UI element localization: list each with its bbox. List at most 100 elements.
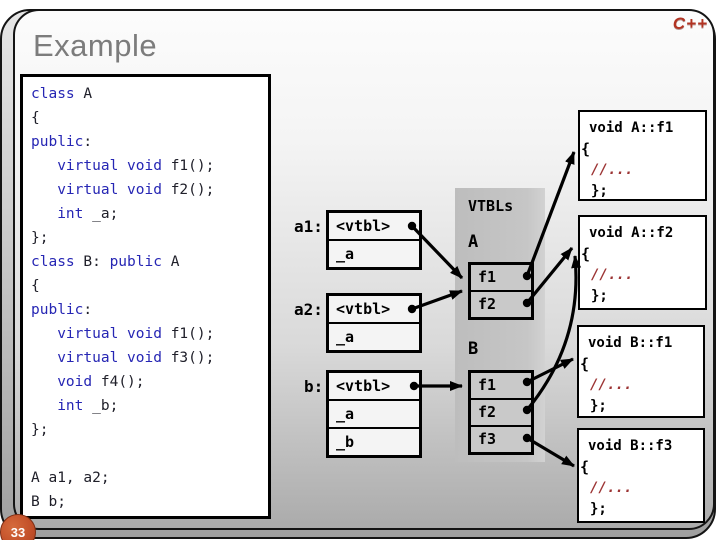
code-text [118, 326, 127, 342]
code-keyword: public [31, 302, 84, 318]
function-signature: void A::f2 [589, 225, 674, 241]
function-body-close: }; [590, 398, 607, 414]
code-text [31, 374, 57, 390]
vtbl-slot-B-f1: f1 [478, 376, 497, 394]
function-box-B::f1: void B::f1{//...}; [577, 325, 705, 418]
code-keyword: void [127, 182, 162, 198]
object-field: _a [329, 399, 419, 427]
code-text: { [31, 110, 40, 126]
code-line [31, 442, 268, 466]
object-box-a1: <vtbl> _a [326, 210, 422, 270]
function-signature: void A::f1 [589, 120, 674, 136]
code-keyword: void [127, 158, 162, 174]
code-line: B b; [31, 490, 268, 514]
code-text [31, 158, 57, 174]
cpp-logo: C++ [672, 14, 708, 33]
code-line: void f4(); [31, 370, 268, 394]
object-label-a1: a1: [294, 217, 323, 236]
code-text: f1(); [161, 158, 215, 174]
code-line: int _b; [31, 394, 268, 418]
code-text: f3(); [161, 350, 215, 366]
function-comment: //... [590, 480, 633, 496]
code-text [31, 350, 57, 366]
code-keyword: void [57, 374, 93, 390]
vtbl-name-B: B [468, 339, 479, 359]
code-text [31, 182, 57, 198]
function-body-open: { [581, 245, 591, 263]
code-text: f2(); [161, 182, 215, 198]
code-text: f4(); [92, 374, 145, 390]
code-text: B: [74, 254, 110, 270]
code-text [118, 182, 127, 198]
function-body-close: }; [591, 183, 608, 199]
code-text [31, 398, 57, 414]
code-keyword: virtual [57, 350, 119, 366]
code-keyword: public [109, 254, 162, 270]
code-keyword: int [57, 398, 84, 414]
vtbl-slot-B-f2: f2 [471, 398, 531, 425]
code-text [118, 158, 127, 174]
code-text [31, 206, 57, 222]
code-text: }; [31, 230, 49, 246]
object-field: <vtbl> [336, 377, 391, 395]
code-line: { [31, 274, 268, 298]
function-box-B::f3: void B::f3{//...}; [577, 428, 705, 523]
vtbl-slot-B-f3: f3 [471, 425, 531, 452]
object-field: _a [329, 322, 419, 350]
code-line: int _a; [31, 202, 268, 226]
code-keyword: void [127, 326, 162, 342]
code-keyword: public [31, 134, 84, 150]
function-signature: void B::f3 [588, 438, 673, 454]
slide-title: Example [33, 28, 158, 63]
page-number: 33 [10, 524, 26, 540]
code-text: _a; [83, 206, 119, 222]
function-body-open: { [580, 458, 590, 476]
code-line: virtual void f1(); [31, 154, 268, 178]
code-text [118, 350, 127, 366]
code-line: class B: public A [31, 250, 268, 274]
code-text: _b; [83, 398, 119, 414]
code-line: public: [31, 298, 268, 322]
code-keyword: void [127, 350, 162, 366]
code-line: A a1, a2; [31, 466, 268, 490]
code-text: B b; [31, 494, 66, 510]
code-text: A a1, a2; [31, 470, 110, 486]
code-text: f1(); [161, 326, 215, 342]
object-field: _a [329, 239, 419, 267]
vtbl-name-A: A [468, 232, 479, 252]
code-line: }; [31, 418, 268, 442]
function-body-close: }; [590, 501, 607, 517]
vtbl-slot-A-f2: f2 [471, 290, 531, 317]
function-comment: //... [590, 377, 633, 393]
object-box-a2: <vtbl> _a [326, 293, 422, 353]
code-keyword: virtual [57, 158, 119, 174]
code-keyword: virtual [57, 326, 119, 342]
object-field: <vtbl> [336, 217, 391, 235]
object-field: <vtbl> [336, 300, 391, 318]
function-comment: //... [591, 267, 634, 283]
code-text: : [83, 134, 93, 150]
code-text: }; [31, 422, 49, 438]
object-label-b: b: [304, 377, 324, 396]
vtbl-heading: VTBLs [468, 197, 514, 215]
function-signature: void B::f1 [588, 335, 673, 351]
function-body-close: }; [591, 288, 608, 304]
code-text: A [161, 254, 180, 270]
code-text [31, 326, 57, 342]
code-line: virtual void f3(); [31, 346, 268, 370]
function-box-A::f2: void A::f2{//...}; [578, 215, 707, 310]
code-line: virtual void f1(); [31, 322, 268, 346]
object-field: _b [329, 427, 419, 455]
function-body-open: { [581, 140, 591, 158]
code-keyword: virtual [57, 182, 119, 198]
code-line: public: [31, 130, 268, 154]
function-body-open: { [580, 355, 590, 373]
code-text: A [74, 86, 93, 102]
page-number-badge: 33 [0, 514, 36, 540]
code-keyword: int [57, 206, 84, 222]
code-panel: class A{public: virtual void f1(); virtu… [20, 74, 271, 519]
function-box-A::f1: void A::f1{//...}; [578, 110, 707, 201]
